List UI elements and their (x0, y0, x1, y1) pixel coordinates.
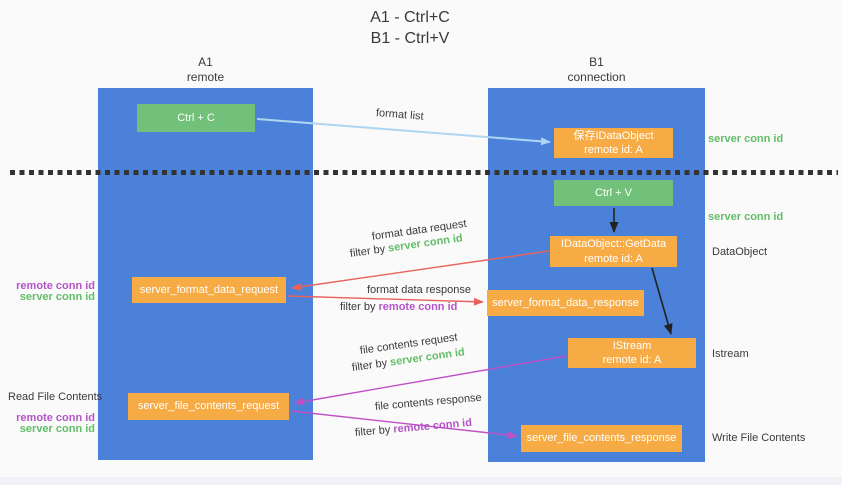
filter-by-text: filter by (354, 423, 394, 439)
label-server-conn-id-1: server conn id (19, 291, 95, 303)
node-istream: IStream remote id: A (568, 338, 696, 368)
arrow-label-file-contents-response: file contents response (374, 391, 483, 413)
node-ctrl-v: Ctrl + V (554, 180, 673, 206)
filter-by-text: filter by (340, 301, 379, 313)
column-a1-name: A1 (198, 55, 213, 69)
node-idataobject-getdata-line1: IDataObject::GetData (560, 238, 667, 251)
filter-by-text: filter by (349, 242, 389, 260)
node-server-file-contents-request: server_file_contents_request (128, 393, 289, 420)
node-ctrl-v-label: Ctrl + V (595, 186, 632, 199)
node-save-idataobject-line1: 保存IDataObject (573, 129, 654, 142)
arrow-label-format-data-response: format data response (367, 284, 471, 296)
label-remote-conn-id-2: remote conn id (16, 412, 95, 424)
arrow-label-format-response-filter: filter by remote conn id (340, 301, 457, 313)
filter-by-text: filter by (351, 356, 391, 374)
node-idataobject-getdata-line2: remote id: A (584, 252, 643, 265)
label-istream: Istream (712, 348, 749, 360)
column-b1-subtitle: connection (567, 70, 626, 84)
node-save-idataobject-line2: remote id: A (584, 144, 643, 156)
node-server-format-data-request-label: server_format_data_request (139, 283, 279, 296)
column-header-b1: B1 connection (488, 55, 705, 85)
arrow-label-format-list: format list (375, 107, 425, 123)
bottom-strip (0, 477, 842, 485)
label-server-conn-id-mid: server conn id (708, 211, 784, 223)
label-conn-id-pair-1: remote conn id server conn id (0, 281, 95, 303)
label-read-file-contents: Read File Contents (8, 391, 103, 403)
diagram-title: A1 - Ctrl+C B1 - Ctrl+V (0, 8, 820, 50)
node-istream-line1: IStream (612, 339, 652, 352)
label-conn-id-pair-2: remote conn id server conn id (0, 413, 95, 435)
node-istream-line2: remote id: A (602, 354, 662, 366)
filter-value-remote-conn-id: remote conn id (392, 416, 473, 436)
label-dataobject: DataObject (712, 246, 768, 258)
node-server-file-contents-response: server_file_contents_response (521, 425, 682, 452)
node-server-format-data-request: server_format_data_request (132, 277, 286, 303)
label-server-conn-id-top: server conn id (708, 133, 784, 145)
node-ctrl-c-label: Ctrl + C (177, 111, 215, 124)
column-a1-subtitle: remote (186, 70, 225, 84)
title-line-2: B1 - Ctrl+V (370, 29, 450, 47)
label-write-file-contents: Write File Contents (712, 432, 806, 444)
node-server-file-contents-response-label: server_file_contents_response (526, 432, 677, 445)
node-server-format-data-response: server_format_data_response (487, 290, 644, 316)
label-server-conn-id-2: server conn id (19, 423, 95, 435)
label-remote-conn-id-1: remote conn id (16, 280, 95, 292)
node-server-file-contents-request-label: server_file_contents_request (137, 400, 280, 413)
column-b1-name: B1 (589, 55, 604, 69)
title-line-1: A1 - Ctrl+C (370, 9, 450, 26)
session-separator-dotted-line (10, 170, 838, 175)
column-header-a1: A1 remote (98, 55, 313, 85)
filter-value-remote-conn-id: remote conn id (378, 301, 458, 313)
node-save-idataobject: 保存IDataObject remote id: A (554, 128, 673, 158)
node-ctrl-c: Ctrl + C (137, 104, 255, 132)
node-idataobject-getdata: IDataObject::GetData remote id: A (550, 236, 677, 267)
node-server-format-data-response-label: server_format_data_response (492, 296, 639, 309)
arrow-label-file-response-filter: filter by remote conn id (354, 417, 472, 439)
